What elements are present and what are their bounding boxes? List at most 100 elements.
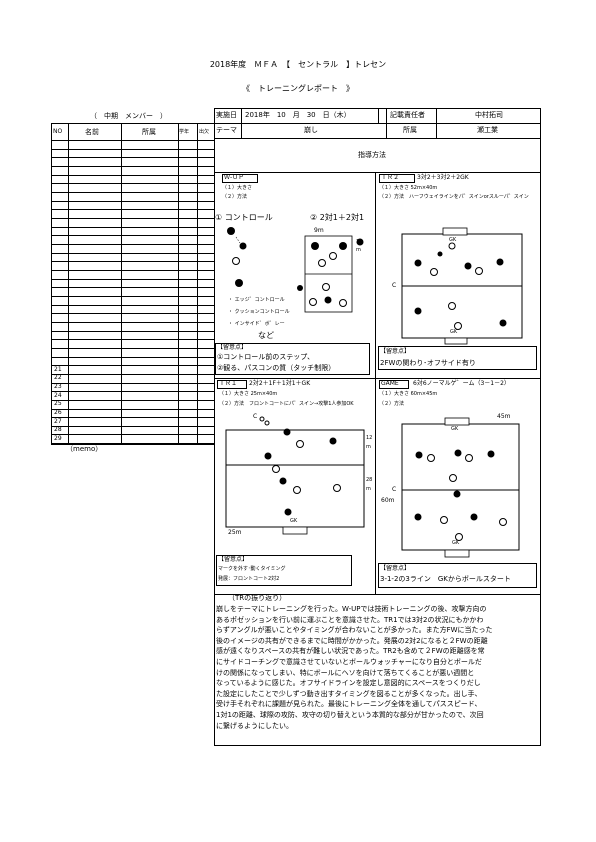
member-row-line — [51, 373, 215, 375]
date-value: 2018年 10 月 30 日（木） — [245, 111, 351, 119]
game-gk-bottom: GK — [452, 540, 460, 546]
tr1-notes — [216, 555, 352, 586]
member-row-line — [51, 347, 215, 349]
member-row-line — [51, 148, 215, 150]
member-row-number: 24 — [54, 391, 62, 399]
affil-label: 所属 — [403, 126, 417, 134]
affil-value: 瀬工業 — [477, 126, 498, 134]
game-dim-60m: 60m — [381, 497, 395, 504]
wup-note1: ①コントロール前のステップ、 — [217, 353, 315, 361]
game-c-label: C — [392, 486, 397, 493]
member-row-line — [51, 399, 215, 401]
theme-value: 崩し — [304, 126, 318, 134]
col-affil: 所属 — [142, 128, 156, 136]
member-row-number: 26 — [54, 409, 62, 416]
tr2-label: ＴＲ２ — [381, 174, 400, 181]
tr1-gk: GK — [290, 518, 298, 524]
member-row-number: 29 — [54, 434, 62, 442]
member-row-line — [51, 209, 215, 211]
member-row-line — [51, 321, 215, 323]
wup-list1: ・ エッジ゛コントロール — [228, 297, 285, 303]
tr1-note1: マークを外す･動くタイミング — [218, 566, 286, 572]
tr1-dim-25m: 25m — [228, 529, 242, 536]
wup-size: （１）大きさ — [222, 185, 253, 191]
col-grade: 学年 — [179, 129, 190, 135]
report-subtitle: 《 トレーニングレポート 》 — [242, 84, 354, 93]
tr1-method: （２）方法 フロントコートにパ゛スイン→攻撃1人参加OK — [219, 401, 354, 407]
member-row-line — [51, 408, 215, 410]
wup-item2: ② 2対1＋2対1 — [310, 213, 365, 222]
wup-method: （２）方法 — [222, 194, 248, 200]
wup-note2: ②観る、パスコンの質（タッチ制限） — [217, 364, 336, 372]
member-row-line — [51, 166, 215, 167]
tr2-gk-bottom: GK — [450, 329, 458, 335]
col-attendance: 出欠 — [199, 129, 210, 135]
game-gk-top: GK — [451, 426, 459, 432]
game-dim-45m: 45m — [497, 413, 511, 420]
game-note1: 3-1-2の3ライン GKからボールスタート — [380, 575, 511, 583]
tr1-note2: 発展：フロントコート2対2 — [218, 576, 280, 582]
member-row-line — [51, 192, 215, 193]
tr1-dim-28m: 28 m — [366, 477, 373, 492]
member-row-line — [51, 269, 215, 271]
member-row-line — [51, 235, 215, 237]
game-notes-label: 【留意点】 — [380, 565, 411, 572]
member-row-line — [51, 183, 215, 185]
wup-dim-9m: 9m — [314, 227, 324, 234]
report-title: 2018年度 ＭＦＡ 【 セントラル 】トレセン — [209, 60, 387, 69]
wup-list2: ・ クッションコントロール — [228, 309, 290, 315]
review-text: 崩しをテーマにトレーニングを行った。W-UPでは技術トレーニングの後、攻撃方向の… — [216, 605, 493, 730]
col-name: 名前 — [85, 128, 99, 136]
member-row-line — [51, 391, 215, 393]
member-row-line — [51, 330, 215, 332]
game-method: （２）方法 — [379, 401, 405, 407]
review-label: （TRの振り返り） — [228, 594, 287, 602]
member-row-number: 22 — [54, 374, 62, 382]
members-caption: （ 中期 メンバー ） — [90, 112, 167, 120]
game-label: GAME — [381, 380, 399, 387]
member-row-number: 23 — [54, 383, 62, 390]
member-row-line — [51, 243, 215, 245]
member-row-line — [51, 382, 215, 384]
member-row-line — [51, 425, 215, 427]
member-row-number: 27 — [54, 417, 62, 425]
game-size: （１）大きさ 60m×45m — [379, 391, 438, 397]
tr2-notes — [378, 346, 537, 370]
tr2-gk-top: GK — [449, 237, 457, 243]
member-row-line — [51, 287, 215, 289]
member-row-line — [51, 200, 215, 202]
tr2-size: （１）大きさ 52m×40m — [379, 185, 438, 191]
member-row-number: 25 — [54, 400, 62, 408]
wup-item1: ① コントロール — [215, 213, 273, 222]
tr1-name: 2対2＋1F＋1対1＋GK — [249, 380, 311, 387]
wup-notes-label: 【留意点】 — [217, 344, 248, 351]
member-row-line — [51, 252, 215, 254]
member-row-line — [51, 434, 215, 436]
tr2-notes-label: 【留意点】 — [380, 348, 411, 355]
recorder-label: 記載責任者 — [390, 111, 425, 119]
tr1-c-label: C — [253, 413, 258, 420]
tr2-note1: 2FWの関わり･オフサイド有り — [380, 359, 476, 367]
member-row-line — [51, 217, 215, 219]
wup-control-drill — [227, 227, 247, 287]
wup-grid — [297, 235, 364, 313]
member-row-line — [51, 295, 215, 297]
wup-list3: ・ インサイド゛ボ゛レー — [228, 321, 285, 327]
tr1-notes-label: 【留意点】 — [218, 556, 249, 563]
member-row-line — [51, 278, 215, 280]
tr2-c-label: C — [392, 282, 397, 289]
tr2-name: 3対2＋3対2＋2GK — [417, 174, 469, 181]
member-row-line — [51, 313, 215, 315]
member-row-line — [51, 356, 215, 358]
wup-notes — [215, 343, 370, 375]
tr1-label: ＴＲ１ — [219, 380, 238, 387]
wup-label: Ｗ-ＵＰ — [224, 174, 245, 181]
member-row-line — [51, 261, 215, 263]
col-no: NO — [53, 128, 63, 135]
game-notes — [378, 563, 537, 588]
recorder-value: 中村拓司 — [475, 111, 503, 119]
member-row-line — [51, 174, 215, 176]
